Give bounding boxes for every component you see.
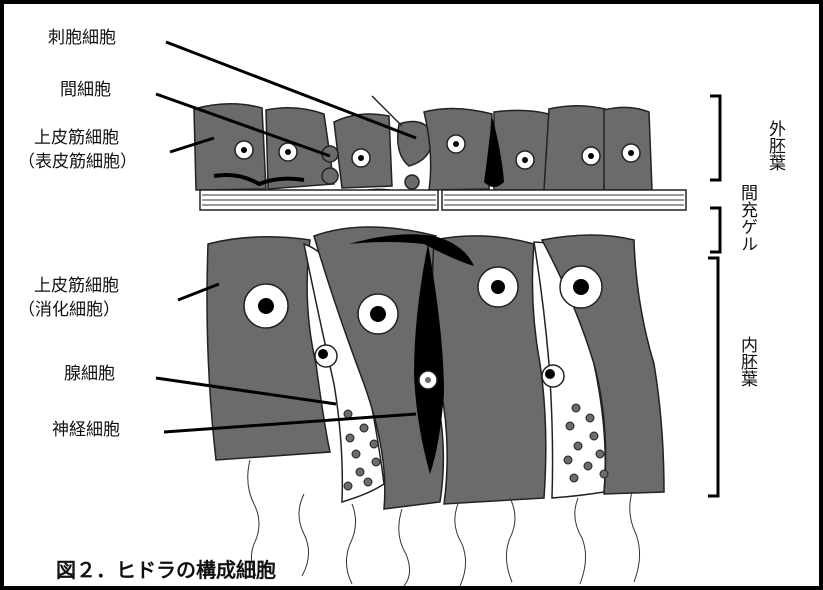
label-mesoglea: 間充ゲル (738, 184, 755, 252)
ecto-cell-6 (544, 106, 609, 190)
label-gland: 腺細胞 (64, 364, 115, 385)
label-ectoderm: 外胚葉 (766, 120, 783, 171)
label-endoderm: 内胚葉 (738, 336, 755, 387)
label-nerve: 神経細胞 (52, 420, 120, 441)
bracket-mesoglea (710, 208, 720, 252)
label-cnidocyte: 刺胞細胞 (48, 28, 116, 49)
label-epi-endo-line1: 上皮筋細胞 (34, 276, 119, 297)
label-interstitial: 間細胞 (60, 80, 111, 101)
mesoglea-band (200, 190, 686, 210)
bracket-ectoderm (710, 96, 720, 180)
bracket-endoderm (708, 258, 718, 496)
label-epi-ecto-line1: 上皮筋細胞 (34, 128, 119, 149)
hydra-cell-diagram (4, 4, 819, 586)
figure-frame: 刺胞細胞 間細胞 上皮筋細胞 （表皮筋細胞） 上皮筋細胞 （消化細胞） 腺細胞 … (4, 4, 819, 586)
label-epi-ecto-line2: （表皮筋細胞） (18, 152, 137, 173)
figure-caption: 図２．ヒドラの構成細胞 (56, 554, 276, 583)
label-epi-endo-line2: （消化細胞） (18, 300, 120, 321)
